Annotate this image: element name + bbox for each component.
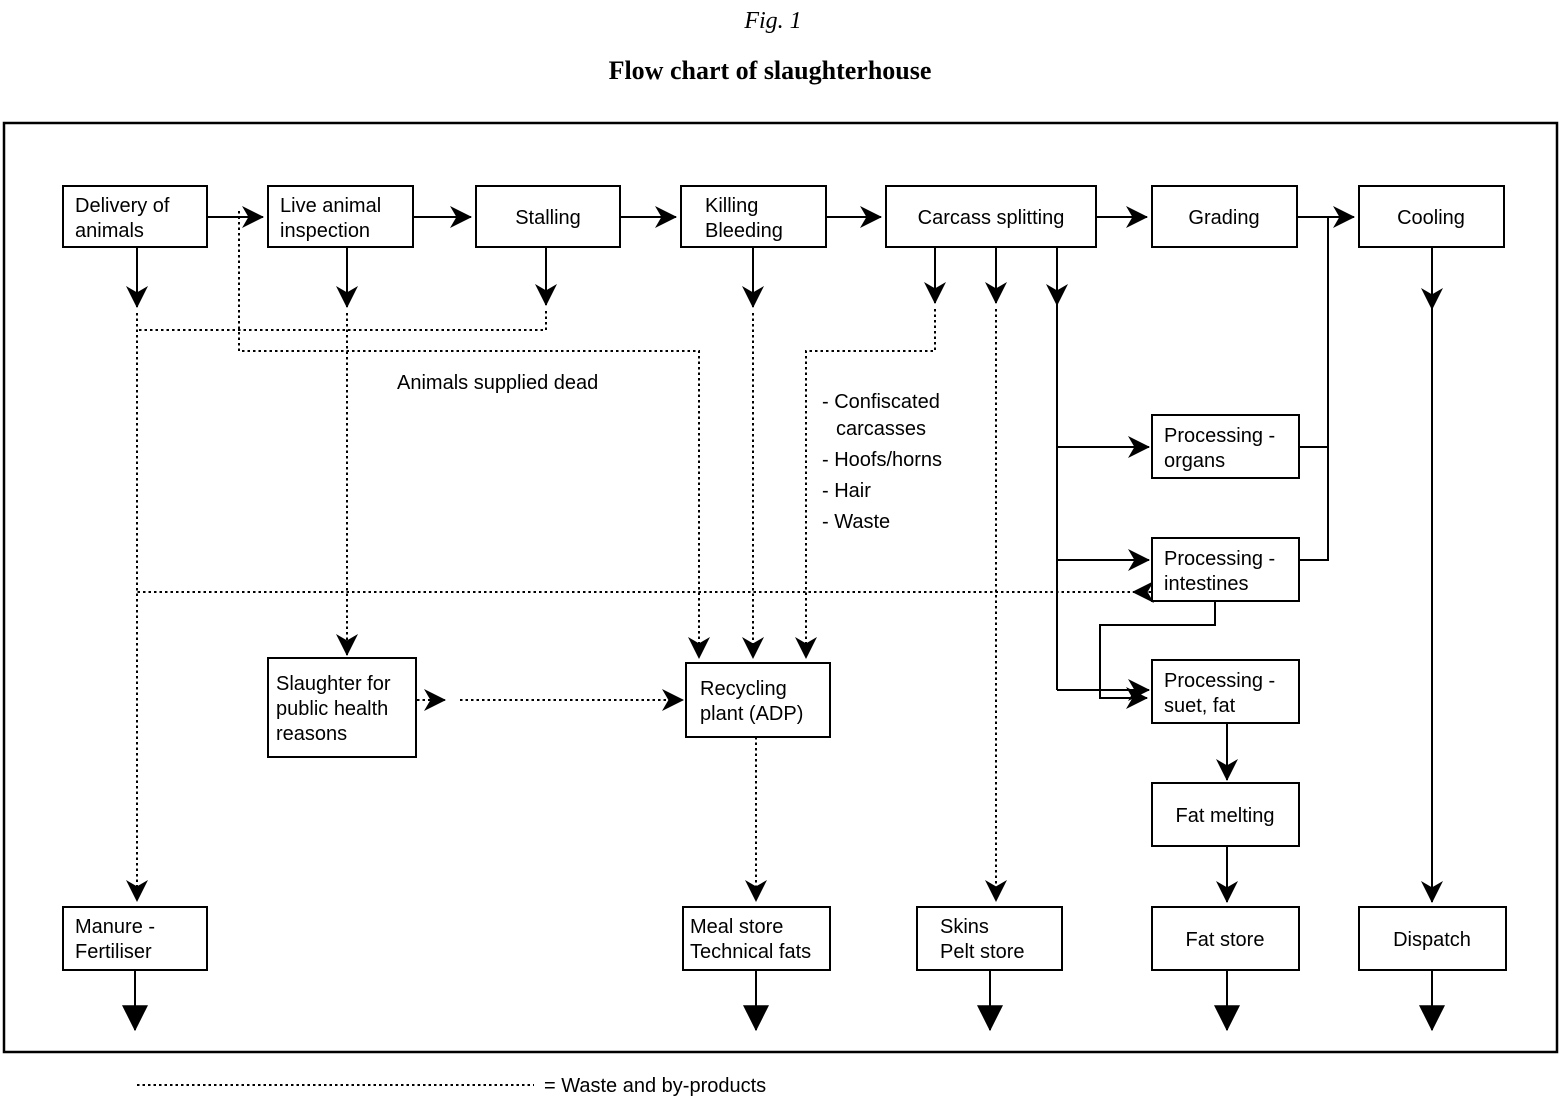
node-label: Pelt store <box>940 941 1024 963</box>
node-label: Manure - <box>75 916 155 938</box>
node-label: Slaughter for <box>276 673 391 695</box>
node-recycling-plant: Recycling plant (ADP) <box>685 662 831 738</box>
node-label: Killing <box>705 195 758 217</box>
node-meal-store: Meal store Technical fats <box>682 906 831 971</box>
solid-edges <box>122 206 1445 1032</box>
node-label: Fat store <box>1186 929 1265 951</box>
node-processing-intestines: Processing - intestines <box>1151 537 1300 602</box>
edge-animals-supplied-dead <box>238 211 710 659</box>
waste-list-item: - Waste <box>822 511 890 533</box>
node-label: Meal store <box>690 916 783 938</box>
figure-title: Flow chart of slaughterhouse <box>609 56 932 85</box>
node-delivery-of-animals: Delivery of animals <box>62 185 208 248</box>
nodes: Delivery of animals Live animal inspecti… <box>62 185 1507 971</box>
node-killing-bleeding: Killing Bleeding <box>680 185 827 248</box>
animals-supplied-dead-label: Animals supplied dead <box>397 372 598 394</box>
node-live-animal-inspection: Live animal inspection <box>267 185 414 248</box>
node-grading: Grading <box>1151 185 1298 248</box>
edge-processing-return-to-cooling <box>1299 217 1329 561</box>
node-label: Stalling <box>515 207 581 229</box>
figure-number: Fig. 1 <box>743 8 801 34</box>
node-label: Delivery of <box>75 195 170 217</box>
node-dispatch: Dispatch <box>1358 906 1507 971</box>
annotations: Animals supplied dead - Confiscated carc… <box>397 372 942 1097</box>
node-label: Fertiliser <box>75 941 152 963</box>
node-label: Recycling <box>700 678 787 700</box>
waste-list-item: - Hair <box>822 480 871 502</box>
node-carcass-splitting: Carcass splitting <box>885 185 1097 248</box>
node-label: organs <box>1164 450 1225 472</box>
legend-label: = Waste and by-products <box>544 1075 766 1097</box>
node-label: suet, fat <box>1164 695 1236 717</box>
node-label: Processing - <box>1164 670 1275 692</box>
node-label: plant (ADP) <box>700 703 803 725</box>
node-label: Technical fats <box>690 941 811 963</box>
node-label: Live animal <box>280 195 381 217</box>
edge-intestines-to-suet <box>1099 601 1216 709</box>
node-label: Bleeding <box>705 220 783 242</box>
waste-list-item: - Confiscated <box>822 391 940 413</box>
node-skins-pelt-store: Skins Pelt store <box>916 906 1063 971</box>
edge-confiscated-to-recycling <box>795 309 936 659</box>
node-label: reasons <box>276 723 347 745</box>
diagram-border <box>2 121 1559 1054</box>
node-slaughter-public-health: Slaughter for public health reasons <box>267 657 417 758</box>
dotted-edges <box>126 211 1154 1086</box>
node-label: inspection <box>280 220 370 242</box>
node-fat-store: Fat store <box>1151 906 1300 971</box>
node-processing-suet-fat: Processing - suet, fat <box>1151 659 1300 724</box>
edge-waste-stalling-to-manure-line <box>137 311 547 331</box>
node-label: Cooling <box>1397 207 1465 229</box>
node-label: animals <box>75 220 144 242</box>
waste-list-item: - Hoofs/horns <box>822 449 942 471</box>
node-manure-fertiliser: Manure - Fertiliser <box>62 906 208 971</box>
node-processing-organs: Processing - organs <box>1151 414 1300 479</box>
node-stalling: Stalling <box>475 185 621 248</box>
waste-list-item: carcasses <box>836 418 926 440</box>
node-label: Processing - <box>1164 425 1275 447</box>
node-label: Grading <box>1188 207 1259 229</box>
node-cooling: Cooling <box>1358 185 1505 248</box>
node-label: Dispatch <box>1393 929 1471 951</box>
node-fat-melting: Fat melting <box>1151 782 1300 847</box>
node-label: Carcass splitting <box>918 207 1065 229</box>
node-label: Fat melting <box>1176 805 1275 827</box>
node-label: intestines <box>1164 573 1249 595</box>
node-label: Skins <box>940 916 989 938</box>
node-label: public health <box>276 698 388 720</box>
node-label: Processing - <box>1164 548 1275 570</box>
